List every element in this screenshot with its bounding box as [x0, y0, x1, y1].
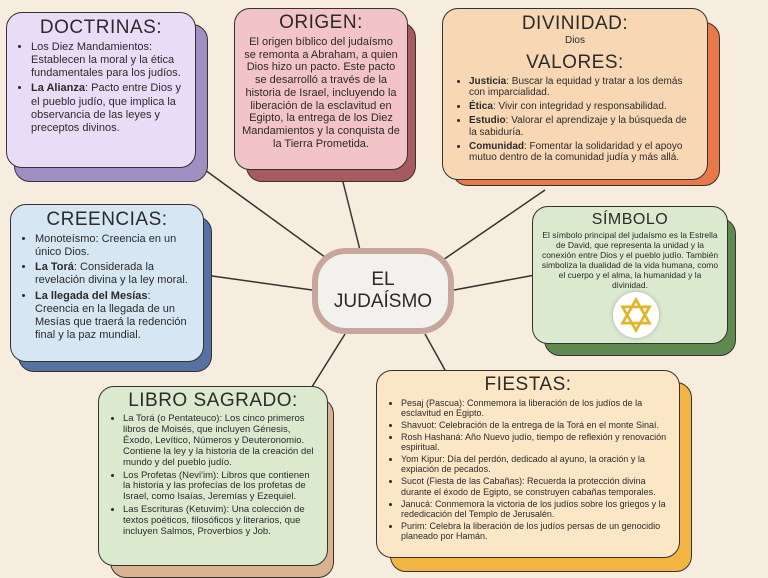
item-text: Sucot (Fiesta de las Cabañas): Recuerda …	[401, 476, 656, 497]
item-text: Yom Kipur: Día del perdón, dedicado al a…	[401, 454, 645, 475]
item-bold: La llegada del Mesías	[35, 289, 148, 302]
item-bold: Comunidad	[469, 140, 524, 152]
list-item: Los Profetas (Nevi'im): Libros que conti…	[123, 469, 319, 504]
list-item: Monoteísmo: Creencia en un único Dios.	[35, 233, 195, 259]
creencias-card: CREENCIAS: Monoteísmo: Creencia en un ún…	[10, 204, 204, 362]
item-bold: La Alianza	[31, 82, 85, 95]
divinidad-card: DIVINIDAD: Dios VALORES: Justicia: Busca…	[442, 8, 708, 180]
simbolo-text: El símbolo principal del judaísmo es la …	[541, 229, 719, 290]
center-line1: EL	[371, 269, 395, 291]
item-text: : Vivir con integridad y responsabilidad…	[492, 101, 667, 113]
item-text: Pesaj (Pascua): Conmemora la liberación …	[401, 397, 643, 418]
list-item: Los Diez Mandamientos: Establecen la mor…	[31, 41, 187, 81]
list-item: Las Escrituras (Ketuvim): Una colección …	[123, 504, 319, 538]
libro-list: La Torá (o Pentateuco): Los cinco primer…	[107, 412, 319, 538]
item-text: Shavuot: Celebración de la entrega de la…	[401, 420, 660, 431]
item-bold: Justicia	[469, 75, 507, 87]
libro-title: LIBRO SAGRADO:	[128, 390, 298, 411]
divinidad-text: Dios	[564, 34, 585, 46]
origen-text: El origen bíblico del judaísmo se remont…	[242, 35, 400, 150]
fiestas-card: FIESTAS: Pesaj (Pascua): Conmemora la li…	[376, 370, 680, 558]
doctrinas-card: DOCTRINAS: Los Diez Mandamientos: Establ…	[6, 12, 196, 168]
connector-line	[424, 333, 446, 371]
item-text: Janucá: Conmemora la victoria de los jud…	[401, 498, 666, 519]
creencias-title: CREENCIAS:	[46, 209, 168, 230]
list-item: La Torá (o Pentateuco): Los cinco primer…	[123, 412, 319, 469]
connector-line	[204, 169, 341, 269]
origen-card: ORIGEN: El origen bíblico del judaísmo s…	[234, 8, 408, 170]
item-text: : Creencia en la llegada de un Mesías qu…	[35, 289, 187, 342]
item-text: : Considerada la revelación divina y la …	[35, 261, 188, 287]
center-line2: JUDAÍSMO	[333, 291, 433, 312]
star-of-david-icon	[613, 292, 659, 338]
list-item: La Alianza: Pacto entre Dios y el pueblo…	[31, 82, 187, 135]
doctrinas-list: Los Diez Mandamientos: Establecen la mor…	[15, 41, 187, 135]
list-item: Justicia: Buscar la equidad y tratar a l…	[469, 76, 697, 100]
item-text: : Valorar el aprendizaje y la búsqueda d…	[469, 114, 687, 138]
item-text: : Pacto entre Dios y el pueblo judío, qu…	[31, 82, 181, 135]
origen-title: ORIGEN:	[279, 12, 363, 33]
libro-sagrado-card: LIBRO SAGRADO: La Torá (o Pentateuco): L…	[98, 386, 328, 566]
creencias-list: Monoteísmo: Creencia en un único Dios.La…	[19, 233, 195, 343]
item-bold: Estudio	[469, 114, 506, 126]
connector-line	[204, 274, 313, 291]
doctrinas-title: DOCTRINAS:	[39, 17, 163, 38]
fiestas-title: FIESTAS:	[484, 374, 572, 395]
list-item: Ética: Vivir con integridad y responsabi…	[469, 101, 697, 113]
list-item: Rosh Hashaná: Año Nuevo judío, tiempo de…	[401, 432, 671, 452]
center-node: EL JUDAÍSMO	[312, 248, 454, 334]
item-bold: La Torá	[35, 261, 74, 274]
item-text: Rosh Hashaná: Año Nuevo judío, tiempo de…	[401, 432, 667, 453]
valores-title: VALORES:	[526, 51, 624, 73]
connector-line	[453, 274, 536, 291]
valores-list: Justicia: Buscar la equidad y tratar a l…	[453, 76, 697, 165]
divinidad-title: DIVINIDAD:	[521, 13, 629, 34]
connector-line	[439, 189, 546, 263]
item-text: La Torá (o Pentateuco): Los cinco primer…	[123, 412, 314, 468]
item-text: : Fomentar la solidaridad y el apoyo mut…	[469, 140, 683, 164]
item-text: Purim: Celebra la liberación de los judí…	[401, 520, 661, 541]
list-item: La Torá: Considerada la revelación divin…	[35, 261, 195, 287]
item-text: Los Profetas (Nevi'im): Libros que conti…	[123, 469, 310, 503]
list-item: Yom Kipur: Día del perdón, dedicado al a…	[401, 454, 671, 474]
list-item: La llegada del Mesías: Creencia en la ll…	[35, 290, 195, 343]
item-text: Monoteísmo: Creencia en un único Dios.	[35, 232, 177, 259]
list-item: Estudio: Valorar el aprendizaje y la bús…	[469, 115, 697, 139]
item-text: : Buscar la equidad y tratar a los demás…	[469, 75, 683, 99]
item-text: Los Diez Mandamientos: Establecen la mor…	[31, 40, 181, 80]
fiestas-list: Pesaj (Pascua): Conmemora la liberación …	[385, 398, 671, 541]
simbolo-title: SÍMBOLO	[591, 211, 669, 228]
list-item: Purim: Celebra la liberación de los judí…	[401, 521, 671, 541]
item-text: Las Escrituras (Ketuvim): Una colección …	[123, 504, 305, 538]
list-item: Comunidad: Fomentar la solidaridad y el …	[469, 141, 697, 165]
list-item: Pesaj (Pascua): Conmemora la liberación …	[401, 398, 671, 418]
list-item: Janucá: Conmemora la victoria de los jud…	[401, 499, 671, 519]
list-item: Shavuot: Celebración de la entrega de la…	[401, 420, 671, 430]
item-bold: Ética	[469, 101, 493, 113]
connector-line	[309, 333, 346, 391]
connector-line	[339, 169, 361, 251]
list-item: Sucot (Fiesta de las Cabañas): Recuerda …	[401, 476, 671, 496]
